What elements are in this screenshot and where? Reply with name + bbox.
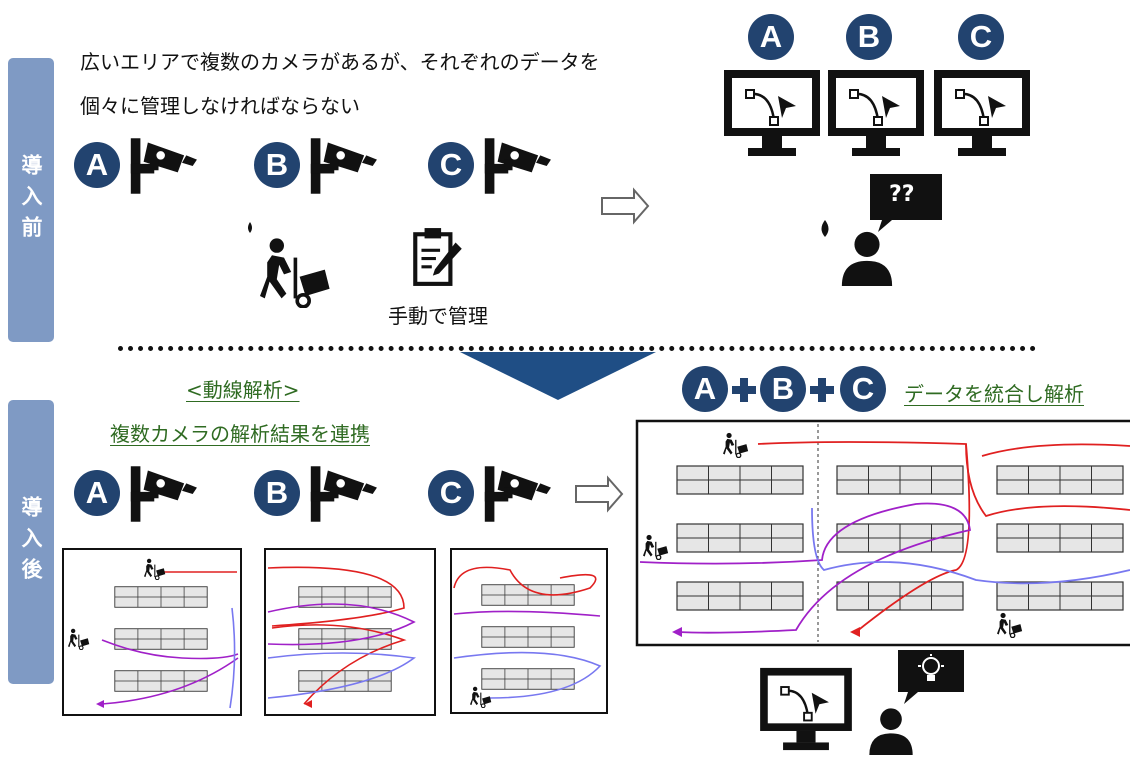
worker-cart-icon <box>996 612 1023 638</box>
worker-cart-icon <box>642 534 669 560</box>
worker-cart-icon <box>258 236 332 308</box>
camera-icon <box>482 134 558 198</box>
camera-icon <box>128 462 204 526</box>
after-title: <動線解析> <box>186 378 300 402</box>
merged-map <box>635 419 1130 647</box>
monitor-icon <box>826 68 926 158</box>
worker-cart-icon <box>67 628 90 650</box>
monitor-badge-a: A <box>748 14 794 60</box>
worker-cart-icon <box>469 686 492 708</box>
sweat-drop-icon <box>821 220 829 237</box>
question-bubble-text: ?? <box>889 182 915 207</box>
clipboard-icon <box>410 226 466 288</box>
camera-badge-b: B <box>254 470 300 516</box>
worker-cart-icon <box>722 432 749 458</box>
monitor-icon <box>932 68 1032 158</box>
monitor-icon <box>722 68 822 158</box>
arrow-right-icon <box>575 475 624 513</box>
plus-icon <box>732 378 756 402</box>
before-description-line2: 個々に管理しなければならない <box>80 94 360 118</box>
person-icon <box>838 226 896 288</box>
speech-bubble-icon <box>870 174 942 232</box>
camera-icon <box>128 134 204 198</box>
after-subtitle: 複数カメラの解析結果を連携 <box>110 422 370 446</box>
sweat-drop-icon <box>248 222 252 233</box>
camera-badge-a: A <box>74 142 120 188</box>
camera-badge-c: C <box>428 142 474 188</box>
arrow-right-icon <box>601 187 650 225</box>
camera-icon <box>308 134 384 198</box>
monitor-icon <box>758 666 854 752</box>
merge-label: データを統合し解析 <box>904 382 1084 406</box>
section-divider <box>118 346 1036 351</box>
camera-badge-c: C <box>428 470 474 516</box>
before-side-label: 導入前 <box>8 58 54 342</box>
camera-badge-a: A <box>74 470 120 516</box>
lightbulb-icon <box>918 654 944 681</box>
plus-icon <box>810 378 834 402</box>
camera-a-map <box>62 548 242 716</box>
merge-badge-a: A <box>682 366 728 412</box>
person-icon <box>869 708 913 755</box>
manual-label: 手動で管理 <box>388 304 488 328</box>
down-triangle-icon <box>460 352 656 400</box>
camera-icon <box>482 462 558 526</box>
camera-c-map <box>450 548 608 714</box>
camera-badge-b: B <box>254 142 300 188</box>
before-description-line1: 広いエリアで複数のカメラがあるが、それぞれのデータを <box>80 50 600 74</box>
after-side-label: 導入後 <box>8 400 54 684</box>
camera-icon <box>308 462 384 526</box>
merge-badge-b: B <box>760 366 806 412</box>
monitor-badge-b: B <box>846 14 892 60</box>
monitor-badge-c: C <box>958 14 1004 60</box>
worker-cart-icon <box>143 558 166 580</box>
merge-badge-c: C <box>840 366 886 412</box>
camera-b-map <box>264 548 436 716</box>
